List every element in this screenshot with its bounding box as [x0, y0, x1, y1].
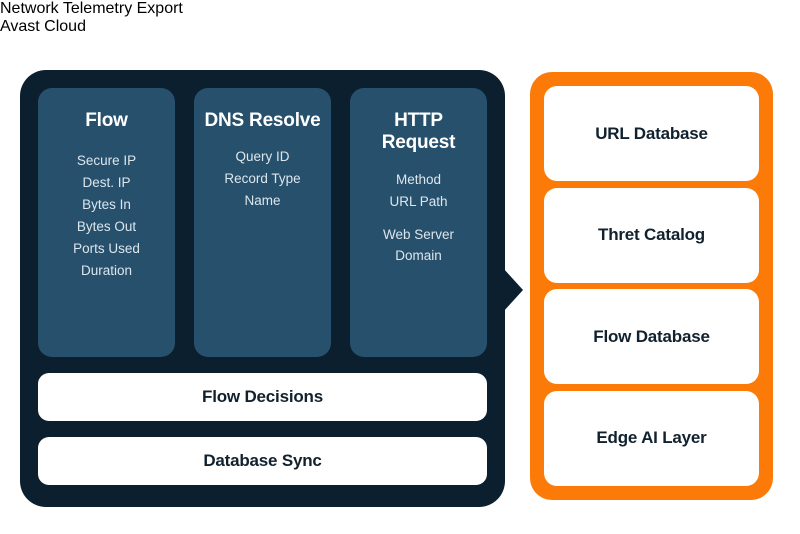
cloud-card-flow-database[interactable]: Flow Database	[544, 289, 759, 385]
avast-cloud-panel: URL Database Thret Catalog Flow Database…	[530, 72, 773, 500]
card-field-query-id: Query ID	[235, 149, 290, 165]
card-field-bytes-in: Bytes In	[82, 197, 131, 213]
telemetry-bar-stack: Flow Decisions Database Sync	[38, 373, 487, 485]
telemetry-bar-database-sync[interactable]: Database Sync	[38, 437, 487, 485]
card-field-method: Method	[395, 171, 442, 187]
card-title-dns-resolve: DNS Resolve	[204, 110, 321, 131]
card-field-duration: Duration	[80, 262, 133, 278]
telemetry-card-flow[interactable]: Flow Secure IP Dest. IP Bytes In Bytes O…	[38, 88, 175, 357]
card-field-url-path: URL Path	[389, 193, 448, 209]
card-field-record-type: Record Type	[224, 171, 301, 187]
arrow-right-icon	[503, 268, 523, 312]
card-field-secure-ip: Secure IP	[76, 153, 137, 169]
cloud-card-edge-ai-layer[interactable]: Edge AI Layer	[544, 390, 759, 486]
telemetry-bar-flow-decisions[interactable]: Flow Decisions	[38, 373, 487, 421]
card-field-ports-used: Ports Used	[73, 240, 140, 256]
card-field-dest-ip: Dest. IP	[82, 175, 131, 191]
telemetry-panel-heading: Network Telemetry Export	[0, 0, 183, 17]
card-field-web-server-domain: Web Server Domain	[382, 226, 455, 264]
telemetry-card-http-request[interactable]: HTTP Request Method URL Path Web Server …	[350, 88, 487, 357]
network-telemetry-export-panel: Flow Secure IP Dest. IP Bytes In Bytes O…	[20, 70, 505, 507]
telemetry-card-row: Flow Secure IP Dest. IP Bytes In Bytes O…	[38, 88, 487, 357]
cloud-panel-heading: Avast Cloud	[0, 18, 86, 35]
cloud-card-thret-catalog[interactable]: Thret Catalog	[544, 187, 759, 283]
cloud-card-url-database[interactable]: URL Database	[544, 86, 759, 181]
card-title-flow: Flow	[85, 110, 128, 131]
telemetry-card-dns-resolve[interactable]: DNS Resolve Query ID Record Type Name	[194, 88, 331, 357]
card-title-http-request: HTTP Request	[381, 110, 456, 154]
card-field-name: Name	[244, 193, 281, 209]
card-field-bytes-out: Bytes Out	[76, 218, 137, 234]
